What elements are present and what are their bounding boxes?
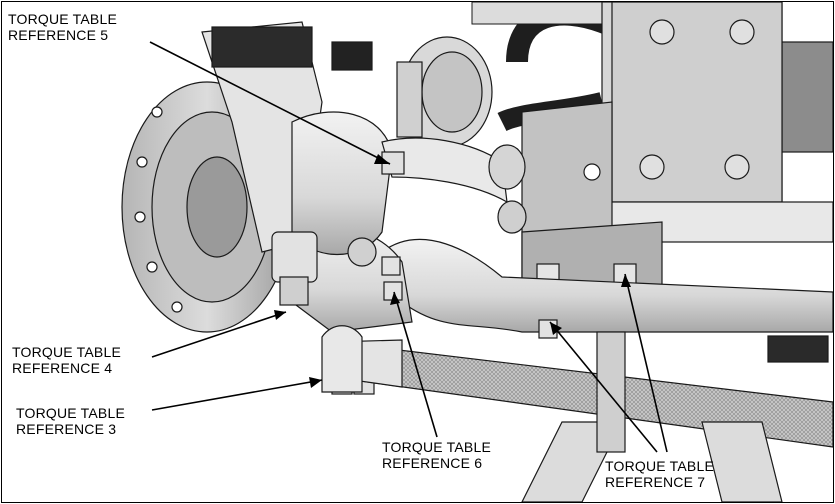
tie-rod — [321, 325, 833, 448]
callout-ref4-line2: REFERENCE 4 — [12, 360, 113, 376]
callout-ref7-line1: TORQUE TABLE — [605, 458, 714, 474]
brake-chamber — [396, 36, 493, 148]
leader-ref4 — [151, 311, 287, 358]
arrowhead-ref7a — [550, 322, 562, 335]
leader-ref3 — [151, 379, 323, 411]
leader-ref7b — [624, 273, 668, 453]
arrowhead-ref3 — [309, 377, 322, 388]
callout-ref5-line2: REFERENCE 5 — [8, 27, 109, 43]
arrowhead-ref7b — [621, 274, 631, 287]
frame-rail — [601, 2, 833, 243]
callout-ref4-line1: TORQUE TABLE — [12, 344, 121, 360]
arrowhead-ref4 — [274, 310, 286, 320]
callout-ref7-line2: REFERENCE 7 — [605, 474, 706, 490]
leader-ref7a — [549, 321, 658, 453]
callout-ref3: TORQUE TABLE REFERENCE 3 — [16, 405, 125, 437]
callout-ref5: TORQUE TABLE REFERENCE 5 — [8, 11, 117, 43]
leader-ref5 — [149, 41, 391, 165]
callout-ref3-line2: REFERENCE 3 — [16, 421, 117, 437]
callout-ref6-line1: TORQUE TABLE — [382, 439, 491, 455]
lower-crossmember — [521, 331, 783, 502]
leader-ref6 — [393, 291, 438, 438]
callout-ref7: TORQUE TABLE REFERENCE 7 — [605, 458, 714, 490]
arrowhead-ref5 — [374, 154, 390, 164]
callout-ref5-line1: TORQUE TABLE — [8, 11, 117, 27]
arrowhead-ref6 — [390, 292, 400, 305]
steering-knuckle — [271, 111, 393, 306]
leader-lines — [149, 41, 668, 453]
callout-ref6-line2: REFERENCE 6 — [382, 455, 483, 471]
arrowheads — [274, 154, 631, 388]
steering-arm — [381, 137, 527, 234]
callout-ref4: TORQUE TABLE REFERENCE 4 — [12, 344, 121, 376]
callout-ref3-line1: TORQUE TABLE — [16, 405, 125, 421]
callout-ref6: TORQUE TABLE REFERENCE 6 — [382, 439, 491, 471]
